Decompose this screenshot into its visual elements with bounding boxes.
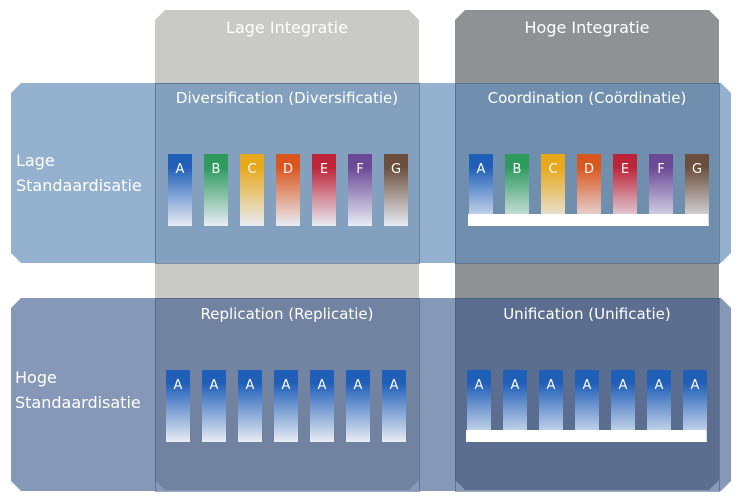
quadrant-title-replication: Replication (Replicatie) bbox=[200, 305, 374, 323]
block-letter: A bbox=[510, 378, 520, 393]
block-f: F bbox=[348, 154, 372, 226]
block-letter: A bbox=[690, 378, 700, 393]
block-letter: A bbox=[209, 378, 219, 393]
block-a: A bbox=[382, 370, 406, 442]
block-letter: A bbox=[245, 378, 255, 393]
block-letter: G bbox=[691, 162, 703, 177]
block-d: D bbox=[276, 154, 300, 226]
block-a: A bbox=[310, 370, 334, 442]
block-letter: A bbox=[317, 378, 327, 393]
block-letter: E bbox=[319, 162, 329, 177]
block-letter: F bbox=[356, 162, 364, 177]
block-letter: A bbox=[474, 378, 484, 393]
block-letter: D bbox=[583, 162, 594, 177]
block-letter: F bbox=[657, 162, 665, 177]
block-a: A bbox=[238, 370, 262, 442]
row-label-low-standardization: Lage Standaardisatie bbox=[16, 148, 142, 198]
row-label-high-line1: Hoge bbox=[15, 368, 57, 387]
block-letter: A bbox=[389, 378, 399, 393]
block-e: E bbox=[312, 154, 336, 226]
block-a: A bbox=[274, 370, 298, 442]
block-b: B bbox=[204, 154, 228, 226]
block-letter: A bbox=[281, 378, 291, 393]
column-high-integration-title: Hoge Integratie bbox=[524, 18, 650, 37]
block-g: G bbox=[384, 154, 408, 226]
quadrant-title-diversification: Diversification (Diversificatie) bbox=[175, 89, 399, 107]
column-low-integration-title: Lage Integratie bbox=[226, 18, 348, 37]
base-unification bbox=[466, 430, 706, 442]
block-letter: C bbox=[247, 162, 257, 177]
block-letter: C bbox=[548, 162, 558, 177]
row-label-low-line1: Lage bbox=[16, 151, 55, 170]
block-letter: A bbox=[175, 162, 185, 177]
block-a: A bbox=[166, 370, 190, 442]
block-letter: A bbox=[582, 378, 592, 393]
block-letter: B bbox=[211, 162, 221, 177]
row-label-high-standardization: Hoge Standaardisatie bbox=[15, 365, 141, 415]
row-label-low-line2: Standaardisatie bbox=[16, 176, 142, 195]
block-a: A bbox=[346, 370, 370, 442]
quadrant-title-unification: Unification (Unificatie) bbox=[503, 305, 671, 323]
block-letter: E bbox=[620, 162, 630, 177]
row-label-high-line2: Standaardisatie bbox=[15, 393, 141, 412]
base-coordination bbox=[468, 214, 708, 226]
block-letter: A bbox=[476, 162, 486, 177]
quadrant-title-coordination: Coordination (Coördinatie) bbox=[487, 89, 687, 107]
blocks-diversification: A B C D E F G bbox=[168, 154, 420, 226]
block-a: A bbox=[202, 370, 226, 442]
block-a: A bbox=[168, 154, 192, 226]
block-letter: G bbox=[390, 162, 402, 177]
block-letter: B bbox=[512, 162, 522, 177]
block-letter: A bbox=[654, 378, 664, 393]
block-letter: D bbox=[282, 162, 293, 177]
block-letter: A bbox=[353, 378, 363, 393]
block-letter: A bbox=[546, 378, 556, 393]
block-c: C bbox=[240, 154, 264, 226]
block-letter: A bbox=[173, 378, 183, 393]
block-letter: A bbox=[618, 378, 628, 393]
